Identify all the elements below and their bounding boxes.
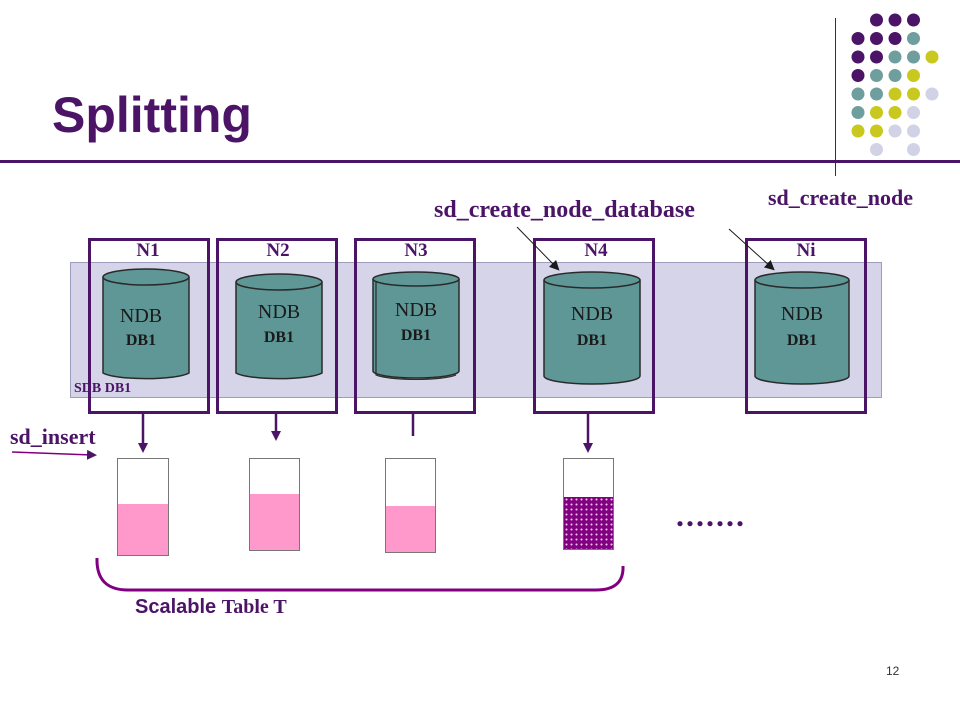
label-sd-create-node: sd_create_node	[768, 185, 914, 210]
decorative-dot	[870, 69, 883, 82]
cylinder-n3	[372, 271, 460, 381]
label-sd-insert: sd_insert	[10, 424, 96, 449]
decorative-dot	[907, 13, 920, 27]
db-type-ni: NDB	[780, 303, 824, 325]
cylinder-ni	[754, 271, 850, 385]
pointer-line-n4	[516, 226, 560, 271]
decorative-dot	[870, 106, 883, 119]
decorative-dot	[888, 32, 902, 45]
node-box-ni	[745, 238, 867, 414]
node-box-n2	[216, 238, 338, 414]
table-brace	[95, 557, 625, 592]
db-name-n2: DB1	[263, 329, 295, 346]
db-name-n4: DB1	[576, 332, 608, 349]
decorative-dot	[888, 69, 902, 82]
decorative-dot	[870, 50, 883, 64]
decorative-dot	[907, 106, 920, 119]
db-name-n1: DB1	[125, 332, 157, 349]
node-label-n3: N3	[404, 240, 428, 261]
decorative-dot	[851, 124, 865, 138]
decorative-dot	[870, 87, 883, 101]
decorative-dot	[907, 50, 920, 64]
caption-part-1: Scalable	[135, 596, 222, 618]
db-name-n3: DB1	[400, 327, 432, 344]
bucket-fill-2	[250, 493, 299, 550]
bucket-3	[385, 458, 436, 553]
decorative-dot	[888, 13, 902, 27]
decorative-dot	[888, 124, 902, 138]
page-title: Splitting	[52, 87, 252, 143]
pointer-line-ni	[728, 228, 775, 271]
db-type-n1: NDB	[119, 305, 163, 327]
decorative-dot	[888, 50, 902, 64]
decorative-dot	[870, 32, 883, 45]
decorative-dot	[851, 87, 865, 101]
decorative-dot	[907, 143, 920, 156]
decorative-dot	[870, 13, 883, 27]
bucket-fill-3	[386, 505, 435, 552]
decorative-dot	[907, 69, 920, 82]
node-box-n3	[354, 238, 476, 414]
cylinder-n2	[235, 273, 323, 380]
decorative-dot	[851, 69, 865, 82]
title-underline	[0, 160, 960, 163]
node-box-n4	[533, 238, 655, 414]
cylinder-n1	[102, 268, 190, 380]
decorative-dot	[925, 87, 939, 101]
bucket-4	[563, 458, 614, 550]
decorative-dot	[870, 124, 883, 138]
decorative-dot	[851, 50, 865, 64]
db-type-n3: NDB	[394, 299, 438, 321]
decorative-dot	[870, 143, 883, 156]
db-type-n2: NDB	[257, 301, 301, 323]
decorative-dot	[888, 106, 902, 119]
more-buckets-ellipsis: .......	[676, 497, 746, 533]
bucket-2	[249, 458, 300, 551]
caption-part-2: Table T	[221, 596, 287, 618]
label-sd-create-node-database: sd_create_node_database	[434, 197, 695, 223]
decorative-dot	[851, 106, 865, 119]
scalable-table-caption: Scalable Table T	[135, 596, 287, 619]
cylinder-n4	[543, 271, 641, 385]
node-label-ni: Ni	[796, 240, 816, 261]
decorative-vertical-line	[835, 18, 836, 176]
db-type-n4: NDB	[570, 303, 614, 325]
bucket-fill-1	[118, 504, 168, 555]
node-label-n4: N4	[584, 240, 608, 261]
decorative-dot	[925, 50, 939, 64]
node-box-n1	[88, 238, 210, 414]
arrow-sd-insert	[11, 449, 97, 460]
db-name-ni: DB1	[786, 332, 818, 349]
page-number: 12	[886, 664, 900, 678]
decorative-dot	[907, 124, 920, 138]
decorative-dot	[907, 87, 920, 101]
node-label-n1: N1	[136, 240, 160, 261]
decorative-dot	[851, 32, 865, 45]
node-label-n2: N2	[266, 240, 290, 261]
bucket-fill-4	[564, 496, 613, 549]
decorative-dot	[907, 32, 920, 45]
decorative-dot	[888, 87, 902, 101]
bucket-1	[117, 458, 169, 556]
decorative-dot-grid	[851, 13, 939, 156]
